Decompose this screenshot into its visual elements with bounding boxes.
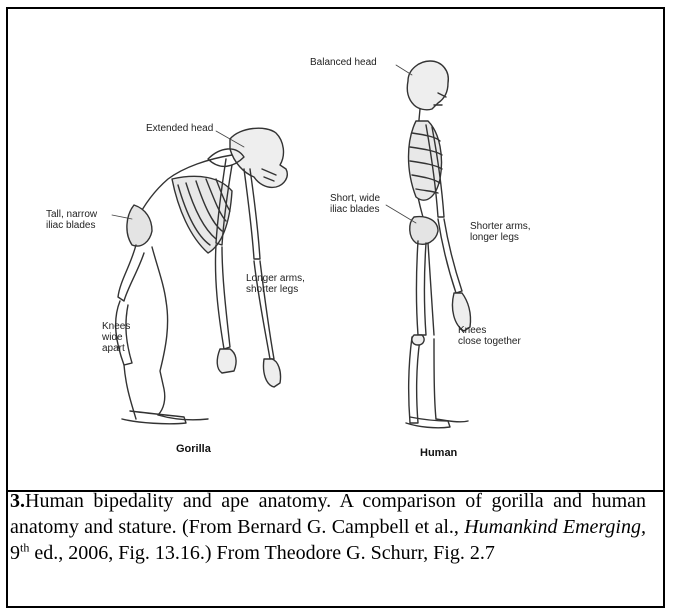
caption-text-part2: 9: [10, 542, 20, 564]
caption-superscript: th: [20, 540, 29, 554]
label-knees-wide: Knees wide apart: [102, 321, 130, 354]
label-gorilla: Gorilla: [176, 443, 211, 455]
label-tall-narrow-iliac: Tall, narrow iliac blades: [46, 209, 97, 231]
label-shorter-arms: Shorter arms, longer legs: [470, 221, 531, 243]
figure-caption: 3.Human bipedality and ape anatomy. A co…: [10, 488, 646, 566]
caption-text-part3: ed., 2006, Fig. 13.16.) From Theodore G.…: [29, 542, 494, 564]
label-knees-close: Knees close together: [458, 325, 521, 347]
label-balanced-head: Balanced head: [310, 57, 377, 68]
skeleton-illustration: [8, 9, 663, 490]
skeleton-comparison-figure: Balanced head Extended head Tall, narrow…: [8, 9, 663, 490]
label-short-wide-iliac: Short, wide iliac blades: [330, 193, 380, 215]
label-longer-arms: Longer arms, shorter legs: [246, 273, 305, 295]
label-human: Human: [420, 447, 457, 459]
label-extended-head: Extended head: [146, 123, 213, 134]
human-skeleton: [406, 61, 471, 428]
caption-number: 3.: [10, 490, 25, 512]
caption-book-title: Humankind Emerging,: [464, 516, 646, 538]
